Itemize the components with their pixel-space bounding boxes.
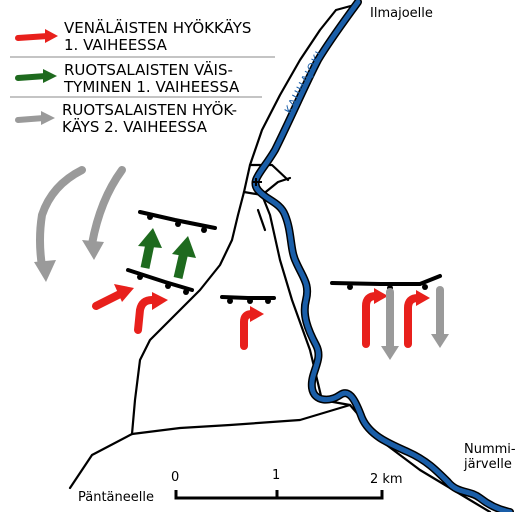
swedish-attack-heads (34, 240, 449, 360)
scale-tick-1: 1 (272, 468, 281, 483)
legend-swedish-attack: RUOTSALAISTEN HYÖK- KÄYS 2. VAIHEESSA (62, 101, 238, 136)
legend-arrow-red-head (45, 29, 58, 43)
place-ilmajoelle: Ilmajoelle (370, 6, 433, 21)
legend-arrow-gray-head (41, 111, 55, 125)
legend-russian-attack: VENÄLÄISTEN HYÖKKÄYS 1. VAIHEESSA (64, 19, 252, 54)
legend-arrow-gray (15, 115, 47, 123)
scale-tick-0: 0 (171, 470, 180, 485)
legend-swedish-retreat: RUOTSALAISTEN VÄIS- TYMINEN 1. VAIHEESSA (64, 61, 240, 96)
legend-arrow-green-head (43, 69, 57, 83)
legend-arrow-green (15, 73, 49, 81)
russian-attack-heads (114, 284, 430, 322)
swedish-retreat-arrows (138, 228, 196, 280)
swedish-attack-arrows (36, 166, 444, 352)
village-symbol (252, 178, 262, 186)
place-pantaneelle: Päntäneelle (78, 490, 154, 505)
russian-attack-arrows (92, 290, 422, 350)
scale-tick-2: 2 km (370, 472, 403, 487)
scale-bar (174, 490, 384, 500)
river-kauhajoki (251, 0, 514, 512)
place-nummijarvelle: Nummi- järvelle (464, 442, 516, 472)
legend-arrow-red (15, 33, 51, 41)
